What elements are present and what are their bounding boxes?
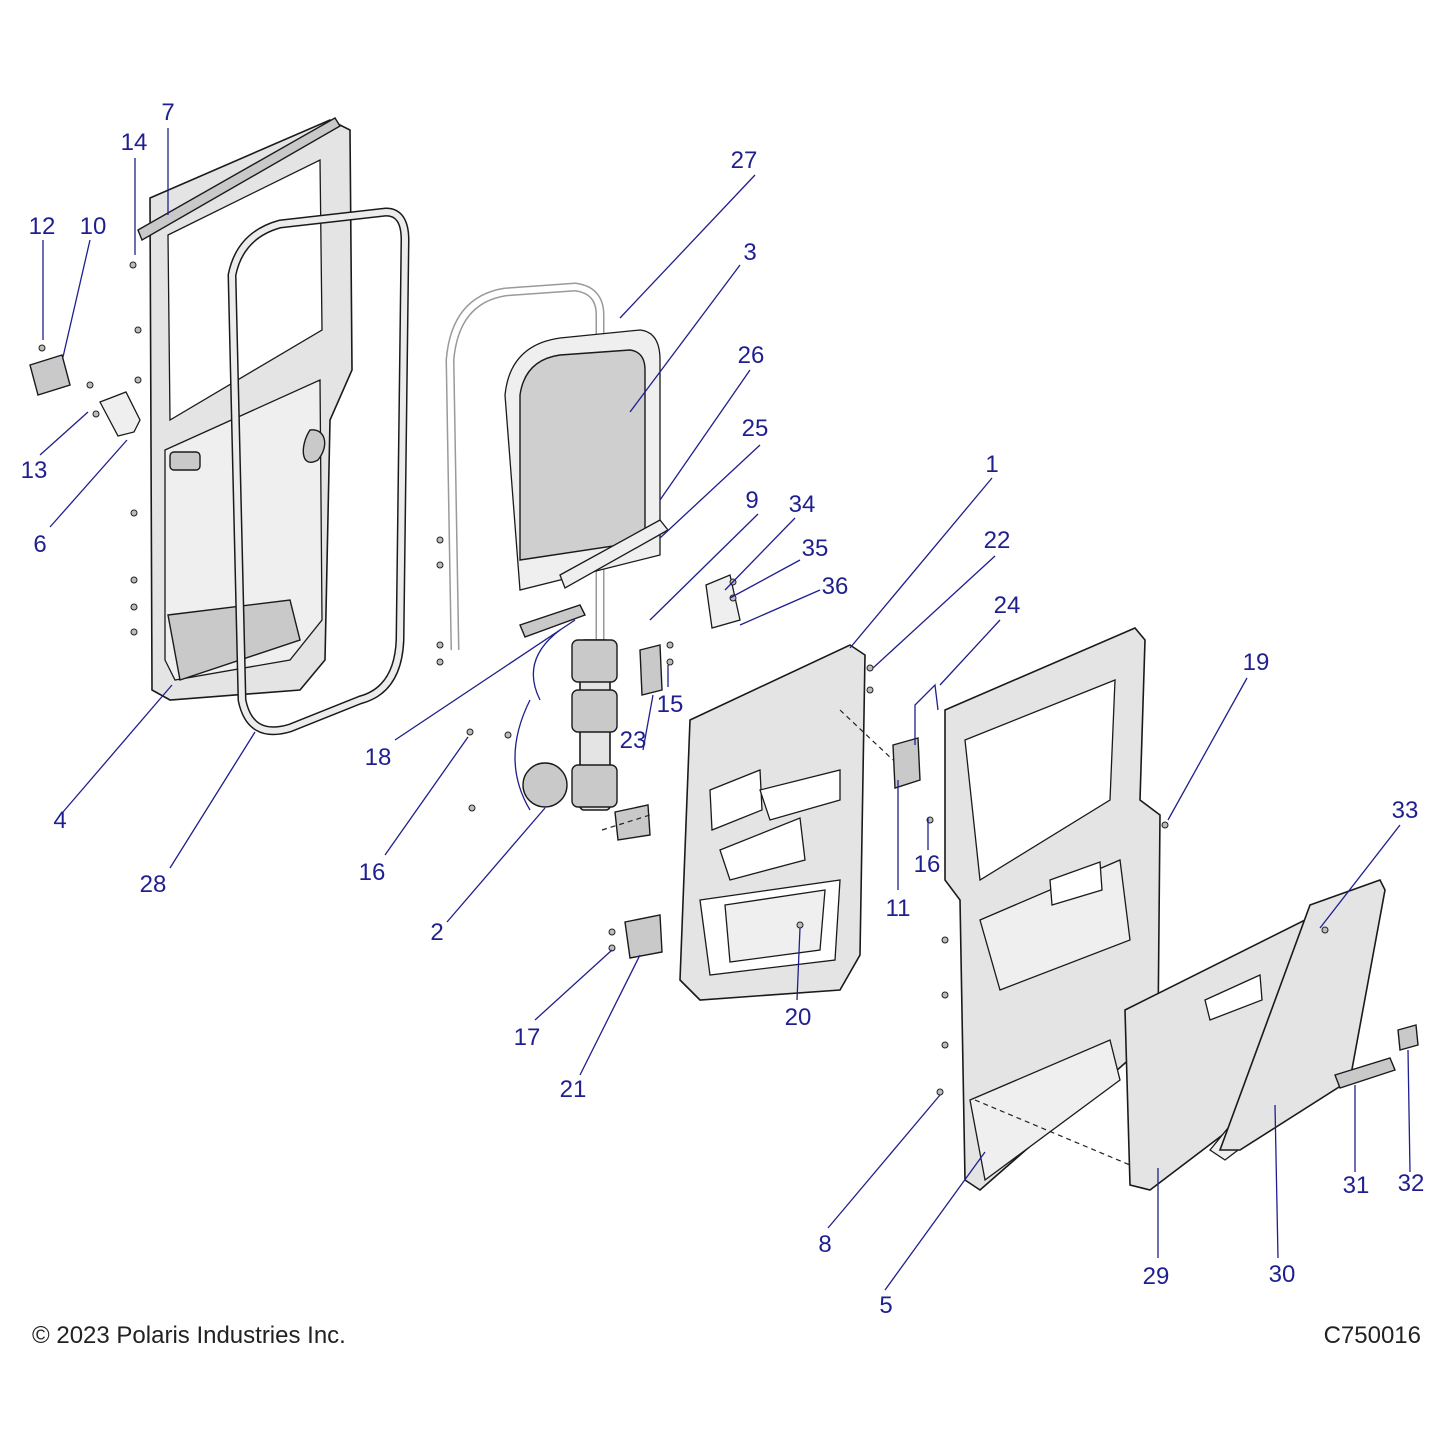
door-seal	[227, 207, 410, 736]
callout-4: 4	[53, 807, 66, 834]
door-inner-panel	[679, 644, 866, 1001]
inside-handle	[99, 391, 141, 437]
upper-hinge	[614, 804, 651, 841]
callouts: 1 2 3 4 5 6 7 8 9 10 11 12 13 14 15 16 1…	[21, 99, 1425, 1319]
drawing-number: C750016	[1323, 1322, 1421, 1349]
assembly-line	[974, 1099, 1131, 1166]
latch-bracket	[29, 354, 71, 396]
callout-26: 26	[738, 342, 765, 369]
callout-11: 11	[886, 895, 911, 922]
callout-27: 27	[731, 147, 758, 174]
callout-30: 30	[1269, 1261, 1296, 1288]
callout-20: 20	[785, 1004, 812, 1031]
callout-14: 14	[121, 129, 148, 156]
callout-34: 34	[789, 491, 816, 518]
outer-door-shell	[944, 627, 1161, 1192]
callout-16a: 16	[359, 859, 386, 886]
latch-mechanism	[639, 644, 663, 696]
callout-32: 32	[1398, 1170, 1425, 1197]
copyright-notice: © 2023 Polaris Industries Inc.	[32, 1322, 346, 1349]
callout-8: 8	[818, 1231, 831, 1258]
assembly-line	[839, 709, 894, 761]
striker-plate	[705, 574, 741, 629]
door-glass	[519, 349, 646, 561]
callout-23: 23	[620, 727, 647, 754]
callout-28: 28	[140, 871, 167, 898]
leader-lines	[39, 128, 1411, 1291]
latch-rod	[914, 683, 939, 745]
callout-6: 6	[33, 531, 46, 558]
callout-12: 12	[29, 213, 56, 240]
callout-9: 9	[745, 487, 758, 514]
callout-36: 36	[822, 573, 849, 600]
glass-run-channel	[445, 282, 605, 651]
callout-15: 15	[657, 691, 684, 718]
top-seal-strip	[137, 117, 341, 242]
callout-22: 22	[984, 527, 1011, 554]
callout-25: 25	[742, 415, 769, 442]
trim-handle-pocket	[1204, 974, 1263, 1021]
callout-17: 17	[514, 1024, 541, 1051]
callout-21: 21	[560, 1076, 587, 1103]
callout-19: 19	[1243, 649, 1270, 676]
callout-33: 33	[1392, 797, 1419, 824]
glass-channel-bar	[519, 604, 586, 638]
callout-29: 29	[1143, 1263, 1170, 1290]
callout-10: 10	[80, 213, 107, 240]
pull-handle	[1334, 1057, 1396, 1089]
callout-35: 35	[802, 535, 829, 562]
callout-16b: 16	[914, 851, 941, 878]
callout-7: 7	[161, 99, 174, 126]
callout-31: 31	[1343, 1172, 1370, 1199]
callout-1: 1	[985, 451, 998, 478]
window-regulator	[514, 629, 618, 811]
handle-cap	[1397, 1024, 1419, 1051]
callout-13: 13	[21, 457, 48, 484]
callout-5: 5	[879, 1292, 892, 1319]
callout-24: 24	[994, 592, 1021, 619]
callout-3: 3	[743, 239, 756, 266]
inner-door-frame	[149, 119, 353, 701]
door-latch	[892, 737, 921, 789]
fasteners	[38, 261, 1329, 1096]
callout-2: 2	[430, 919, 443, 946]
lower-hinge	[624, 914, 663, 959]
callout-18: 18	[365, 744, 392, 771]
